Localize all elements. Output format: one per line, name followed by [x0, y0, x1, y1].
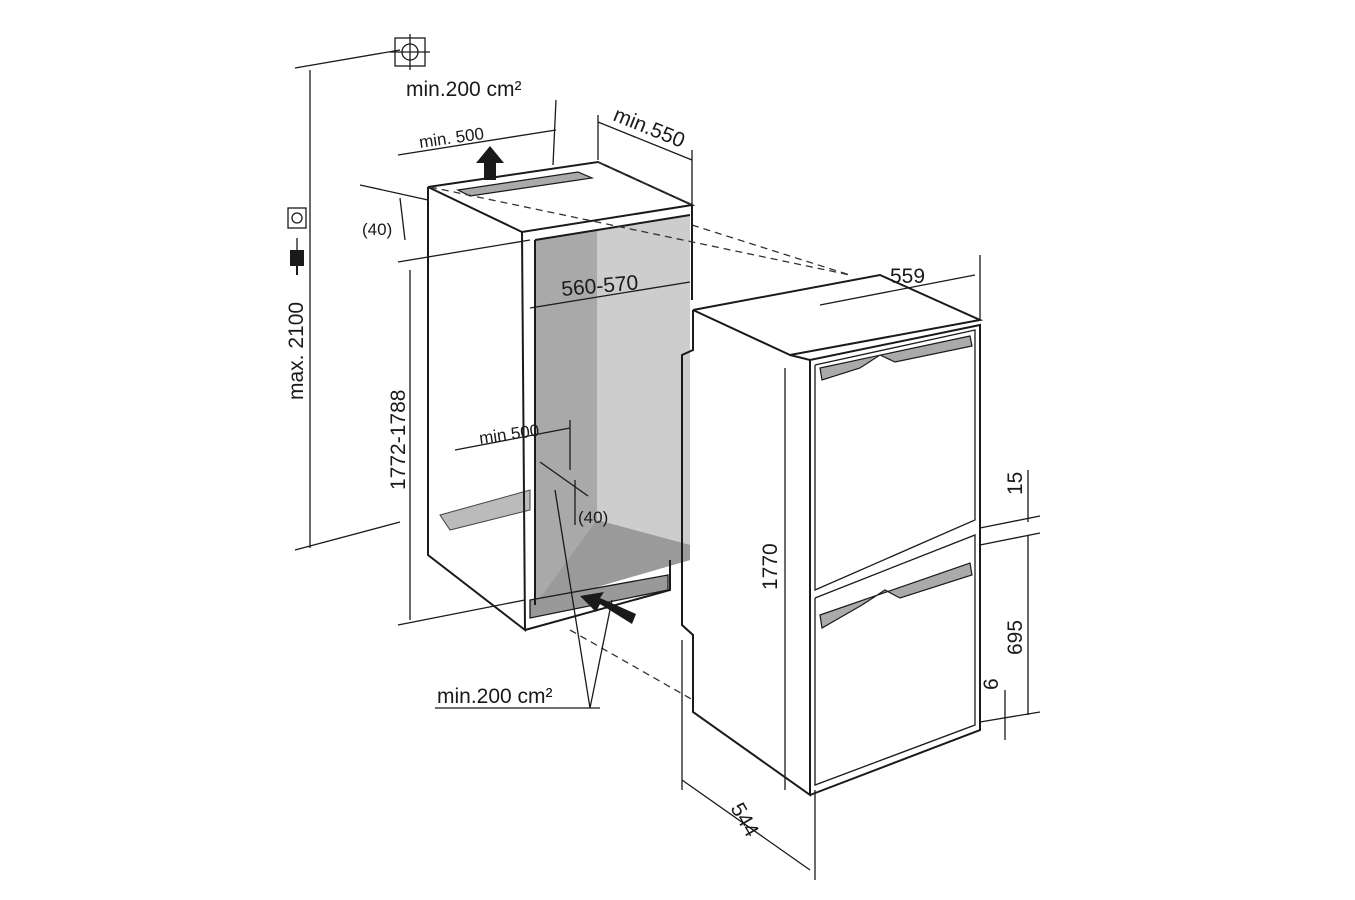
airflow-up-arrow — [476, 146, 504, 180]
lower-door-label: 695 — [1004, 620, 1027, 655]
niche-shelf-vent — [439, 489, 531, 531]
power-socket-icon — [287, 207, 307, 229]
niche-height-label: 1772-1788 — [387, 390, 410, 490]
bottom-gap-small-label: 6 — [980, 678, 1003, 690]
bottom-vent-width-label: min 500 — [478, 421, 541, 448]
top-gap-label: (40) — [362, 220, 392, 239]
bottom-gap-label: (40) — [578, 508, 608, 527]
power-plug-icon — [290, 238, 304, 275]
top-vent-grille — [456, 171, 595, 197]
top-vent-width-label: min. 500 — [418, 124, 485, 152]
door-gap-label: 15 — [1004, 472, 1027, 495]
dimension-lines — [294, 49, 1041, 880]
airflow-in-arrow — [580, 592, 636, 624]
niche-back-wall — [597, 215, 690, 545]
depth-min-label: min.550 — [610, 103, 688, 152]
appliance — [681, 273, 984, 797]
appliance-height-label: 1770 — [759, 543, 782, 590]
bottom-vent-label: min.200 cm² — [437, 685, 553, 708]
upper-handle — [819, 335, 973, 381]
appliance-width-label: 559 — [890, 265, 925, 288]
max-height-label: max. 2100 — [285, 302, 308, 400]
top-vent-label: min.200 cm² — [406, 78, 522, 101]
ventilation-symbol-icon — [390, 34, 430, 70]
appliance-depth-label: 544 — [726, 799, 764, 841]
lower-handle — [819, 562, 973, 629]
niche-floor — [535, 520, 690, 605]
